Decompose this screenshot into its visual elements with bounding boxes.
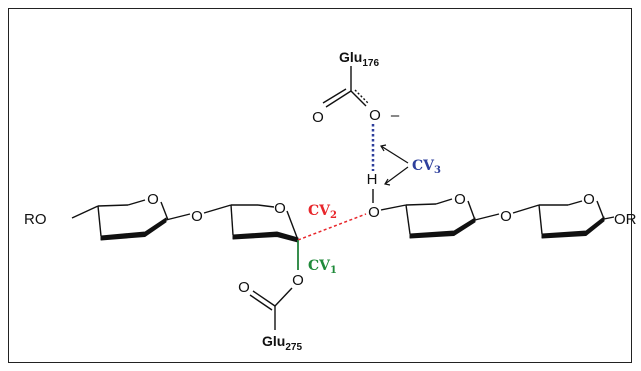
ring-1-oxygen: O xyxy=(147,191,159,208)
sugar-ring-4 xyxy=(512,200,615,239)
glu176-label: Glu176 xyxy=(339,49,379,69)
cv2-label: CV2 xyxy=(308,203,337,221)
leaving-oxygen: O xyxy=(368,204,380,221)
proton-h: H xyxy=(367,171,378,188)
ro-left-label: RO xyxy=(24,211,47,228)
cv3-label: CV3 xyxy=(412,158,441,176)
sugar-ring-1 xyxy=(71,199,191,241)
or-right-label: OR xyxy=(614,211,637,228)
glu176-carboxylate xyxy=(322,66,370,108)
glu275-carbonyl-o: O xyxy=(238,279,250,296)
glycosidic-oxygen-1: O xyxy=(191,208,203,225)
ring-2-oxygen: O xyxy=(274,200,286,217)
glycosidic-oxygen-3: O xyxy=(500,208,512,225)
glu275-label: Glu275 xyxy=(262,333,302,353)
cv1-label: CV1 xyxy=(308,258,337,276)
glu176-anionic-o: O xyxy=(369,107,381,124)
ring-3-oxygen: O xyxy=(454,191,466,208)
glu275-ester-o: O xyxy=(292,272,304,289)
glu275-carboxylate xyxy=(249,287,293,330)
ring-4-oxygen: O xyxy=(583,191,595,208)
cv2-dashed-bond xyxy=(297,213,367,241)
figure-frame xyxy=(8,8,632,363)
negative-charge: – xyxy=(391,107,400,124)
sugar-ring-3 xyxy=(380,198,500,239)
glu176-carbonyl-o: O xyxy=(312,109,324,126)
cv3-arrows xyxy=(380,144,409,186)
